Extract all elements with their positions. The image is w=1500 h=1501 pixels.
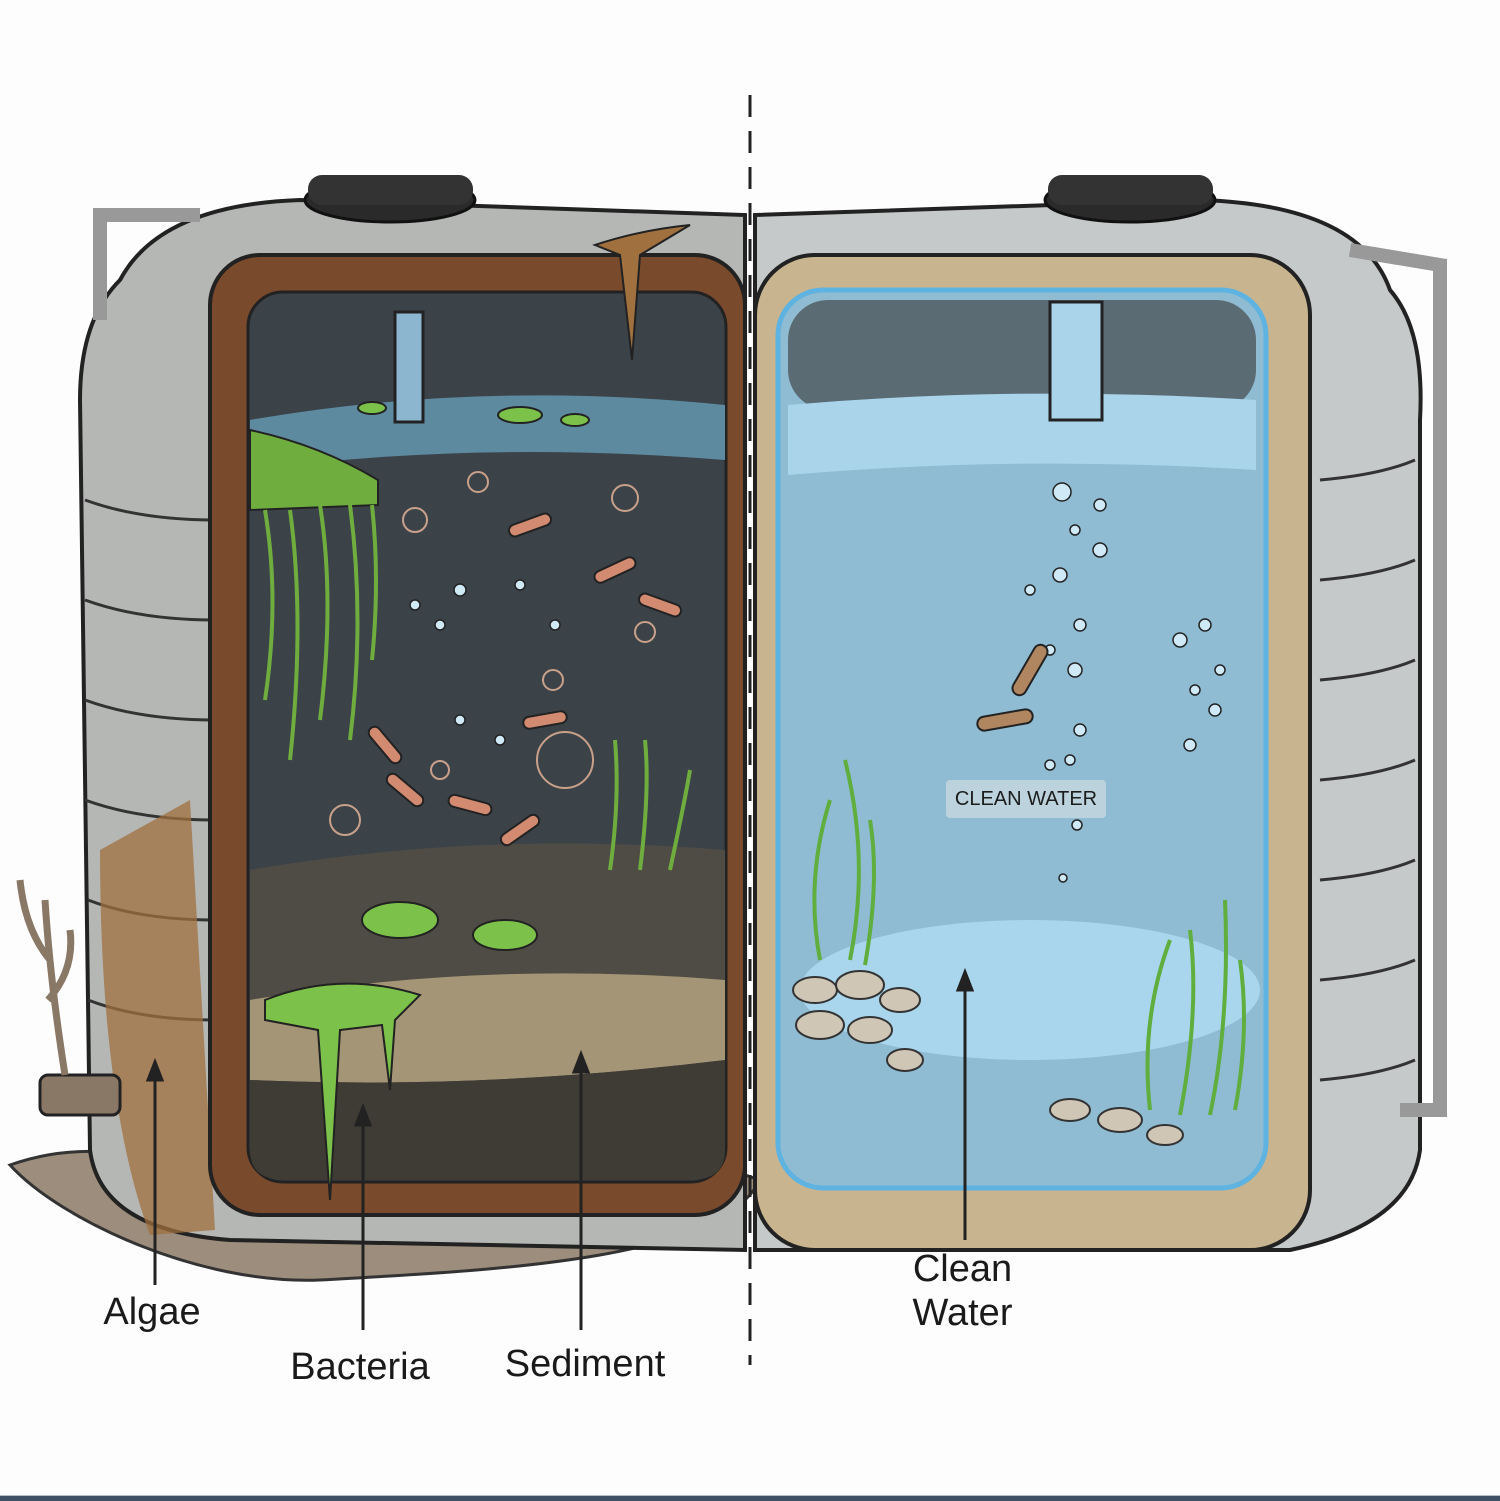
microbe-spiral (634, 621, 656, 643)
air-gap (788, 300, 1256, 410)
algae-strands (263, 504, 692, 871)
bacterium (637, 592, 683, 618)
bubble (453, 583, 467, 597)
bacterium (593, 556, 637, 584)
bubble (454, 714, 466, 726)
bubble (409, 599, 421, 611)
bubble (1208, 703, 1222, 717)
bubble (1024, 584, 1036, 596)
bubble (1183, 738, 1197, 752)
algae-mat (249, 428, 379, 512)
clean-water-label: Clean Water (880, 1247, 1045, 1335)
residual-bacterium (1011, 643, 1049, 697)
clean-water-surface (788, 393, 1256, 475)
bacterium (447, 793, 493, 817)
rust-drip (592, 224, 691, 361)
bubble (1052, 482, 1072, 502)
outlet-valve-left (38, 1073, 122, 1117)
residual-bacterium (976, 708, 1034, 732)
bubble (1092, 542, 1108, 558)
clean-plants (812, 759, 1246, 1116)
bacteria-label: Bacteria (290, 1346, 430, 1388)
bottom-bar (0, 1495, 1500, 1501)
algae-blobs (264, 401, 590, 1201)
clean-water-label-line2: Water (912, 1292, 1013, 1334)
inlet-pipe-right (1048, 300, 1104, 422)
microbe-spiral (536, 731, 594, 789)
clean-water-bottom (800, 920, 1260, 1060)
cap-right-top (1048, 175, 1213, 205)
bubble (434, 619, 446, 631)
bacterium (385, 772, 425, 808)
bacteria-group (329, 471, 683, 847)
bubble (1189, 684, 1201, 696)
microbe-spiral (329, 804, 361, 836)
bubble (1073, 618, 1087, 632)
microbe-spiral (611, 484, 639, 512)
bacterium (367, 725, 403, 765)
bubble (1214, 664, 1226, 676)
microbe-spiral (467, 471, 489, 493)
bubble (1093, 498, 1107, 512)
clean-tank (409, 175, 1447, 1252)
bacterium (499, 813, 541, 847)
bubble (1073, 723, 1087, 737)
clean-water-inset-label: CLEAN WATER (946, 780, 1106, 818)
dead-branch (16, 879, 75, 1076)
bubble (1058, 873, 1068, 883)
bacterium (522, 710, 568, 730)
bubble (1067, 662, 1083, 678)
inlet-pipe (393, 310, 425, 424)
sediment-label: Sediment (504, 1343, 666, 1385)
bubble (549, 619, 561, 631)
microbe-spiral (430, 760, 450, 780)
bubble (1064, 754, 1076, 766)
pipe-right (1348, 243, 1447, 1117)
bubble (1198, 618, 1212, 632)
pipe-left (93, 208, 200, 320)
bubble (1052, 567, 1068, 583)
bubble (514, 579, 526, 591)
bubble (1044, 759, 1056, 771)
dirty-tank (16, 175, 747, 1253)
bubbles-group (409, 482, 1226, 883)
algae-label: Algae (103, 1291, 201, 1333)
microbe-spiral (402, 507, 428, 533)
microbe-spiral (542, 669, 564, 691)
bubble (1071, 819, 1083, 831)
rust-streak (100, 800, 215, 1235)
clean-water-label-line1: Clean (912, 1248, 1013, 1290)
bubble (1172, 632, 1188, 648)
pebbles (792, 970, 1184, 1146)
cap-left-top (308, 175, 473, 205)
bacterium (507, 512, 553, 538)
sediment-layer-bottom (250, 1060, 725, 1180)
bubble (1069, 524, 1081, 536)
bubble (494, 734, 506, 746)
